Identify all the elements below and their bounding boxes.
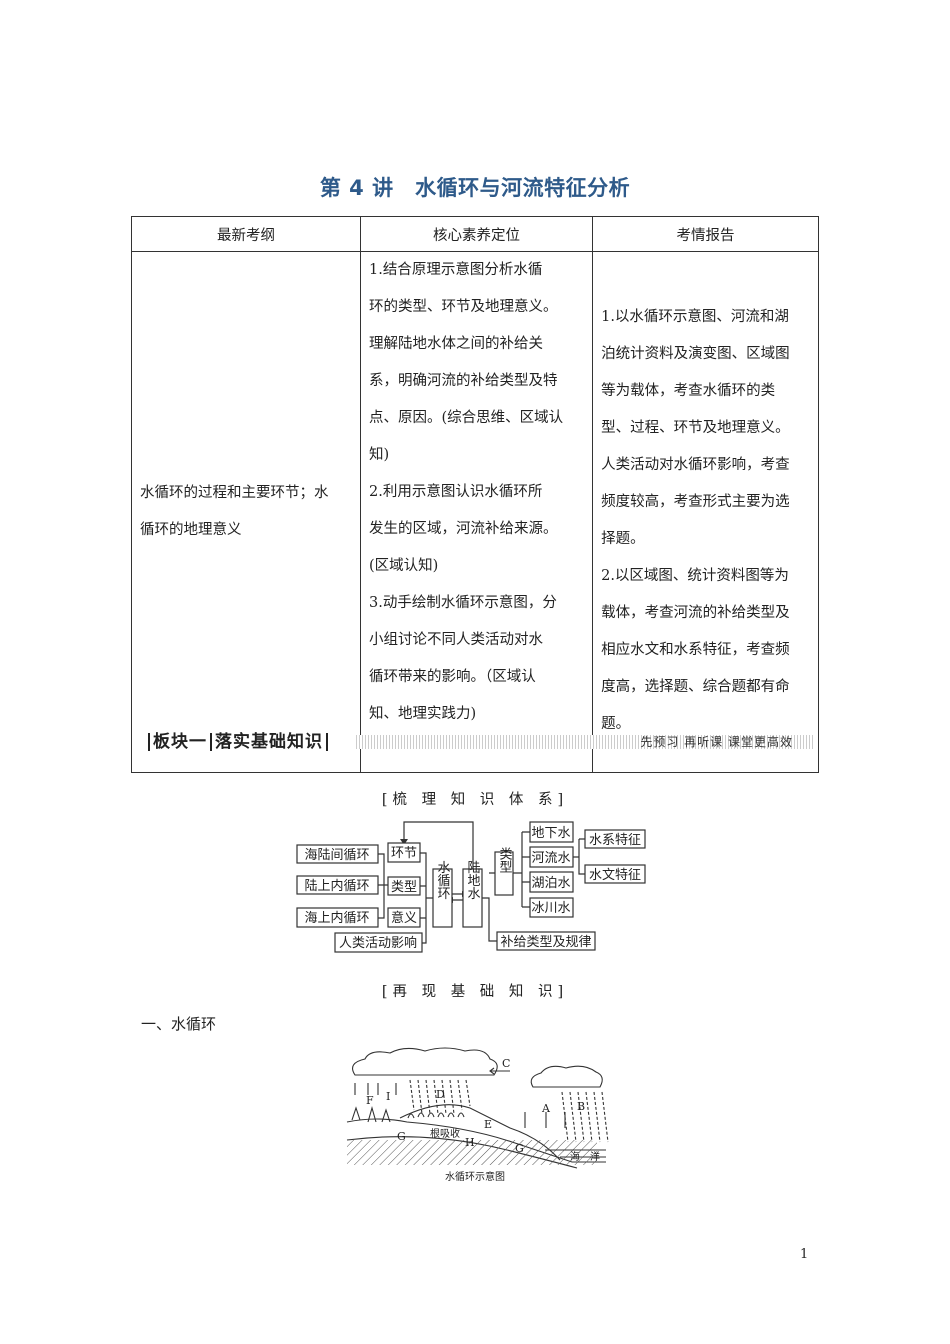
cell-report: 1.以水循环示意图、河流和湖泊统计资料及演变图、区域图等为载体，考查水循环的类型… [592,251,819,773]
table-row: 水循环的过程和主要环节；水循环的地理意义 1.结合原理示意图分析水循环的类型、环… [131,251,819,773]
cell-line: 理解陆地水体之间的补给关 [369,336,543,352]
header-syllabus: 最新考纲 [131,216,361,252]
cell-line: 度高，选择题、综合题都有命 [601,679,790,695]
cell-line: 相应水文和水系特征，考查频 [601,642,790,658]
label-a: A [541,1102,551,1115]
label-ocean: 海 洋 [570,1150,600,1163]
cell-line: 知) [369,447,390,463]
cell-line: 等为载体，考查水循环的类 [601,383,776,399]
aspect-types: 类型 [391,880,417,895]
arrow-c [489,1067,510,1075]
label-i: I [386,1090,390,1103]
banner-part: 板块一 [153,732,207,752]
cell-line: 环的类型、环节及地理意义。 [369,299,558,315]
cell-line: 题。 [601,716,631,732]
trees [351,1105,465,1123]
section-banner: 板块一落实基础知识 先预习 再听课 课堂更高效 [131,731,819,753]
cell-line: 1.结合原理示意图分析水循 [369,262,543,278]
page-number: 1 [800,1247,809,1262]
cell-line: 发生的区域，河流补给来源。 [369,521,558,537]
cloud-left [352,1047,498,1076]
types-label: 类型 [497,847,513,873]
heading-water-cycle: 一、水循环 [141,1015,217,1033]
cycle-sea: 海上内循环 [304,910,369,926]
banner-slogan: 先预习 再听课 课堂更高效 [640,735,793,749]
cell-line: 知、地理实践力) [369,706,477,722]
label-root-absorb: 根吸收 [430,1127,460,1140]
sea-surface [545,1149,606,1158]
cell-line: 载体，考查河流的补给类型及 [601,605,790,621]
cell-line: 点、原因。(综合思维、区域认 [369,410,564,426]
label-g-right: G [515,1142,524,1155]
cell-line: 1.以水循环示意图、河流和湖 [601,309,789,325]
water-lake: 湖泊水 [531,876,570,891]
cloud-right [530,1065,603,1088]
water-groundwater: 地下水 [531,826,570,841]
cell-line: 小组讨论不同人类活动对水 [369,632,543,648]
cell-line: 循环的地理意义 [140,522,242,538]
header-literacy: 核心素养定位 [359,216,594,252]
banner-title: 板块一落实基础知识 [145,731,331,753]
table-header-row: 最新考纲 核心素养定位 考情报告 [131,216,819,252]
cell-line: 泊统计资料及演变图、区域图 [601,346,790,362]
banner-hatch [356,735,815,749]
aspect-links: 环节 [391,846,417,861]
aspect-meaning: 意义 [391,910,417,926]
cell-literacy: 1.结合原理示意图分析水循环的类型、环节及地理意义。理解陆地水体之间的补给关系，… [359,251,594,773]
label-g-left: G [397,1130,406,1143]
section-knowledge-system: [梳 理 知 识 体 系] [381,792,569,808]
cell-line: 水循环的过程和主要环节；水 [140,485,329,501]
header-report: 考情报告 [592,216,819,252]
syllabus-table: 最新考纲 核心素养定位 考情报告 水循环的过程和主要环节；水循环的地理意义 1.… [131,216,819,773]
aspect-human-impact: 人类活动影响 [339,935,417,951]
rain-lines [409,1079,609,1143]
figure-caption: 水循环示意图 [445,1170,505,1183]
cell-line: 2.以区域图、统计资料图等为 [601,568,789,584]
section-basic-knowledge: [再 现 基 础 知 识] [381,984,569,1000]
label-h: H [465,1136,475,1149]
cell-line: 人类活动对水循环影响，考查 [601,457,790,473]
cell-line: 循环带来的影响。（区域认 [369,669,536,685]
feature-system: 水系特征 [589,833,641,848]
feature-hydrology: 水文特征 [589,868,641,883]
label-d: D [436,1088,445,1101]
cell-line: 2.利用示意图认识水循环所 [369,484,543,500]
water-glacier: 冰川水 [531,901,570,916]
label-b: B [577,1100,585,1113]
water-cycle-figure [346,1047,609,1169]
banner-name: 落实基础知识 [215,732,323,752]
page-title: 第 4 讲 水循环与河流特征分析 [319,176,631,200]
cell-line: (区域认知) [369,558,439,574]
label-e: E [484,1118,492,1131]
cell-line: 3.动手绘制水循环示意图，分 [369,595,557,611]
center-water-cycle: 水循环 [435,861,451,900]
water-river: 河流水 [531,851,570,866]
land-water: 陆地水 [465,860,481,900]
cycle-land: 陆上内循环 [304,878,369,894]
cell-syllabus: 水循环的过程和主要环节；水循环的地理意义 [131,251,361,773]
label-c: C [502,1057,510,1070]
cycle-sea-land: 海陆间循环 [304,847,369,863]
cell-line: 频度较高，考查形式主要为选 [601,494,790,510]
cell-line: 系，明确河流的补给类型及特 [369,373,558,389]
cell-line: 择题。 [601,531,645,547]
evaporation-arrows [354,1083,566,1128]
label-f: F [366,1094,374,1107]
supply-rules: 补给类型及规律 [500,935,591,950]
cell-line: 型、过程、环节及地理意义。 [601,420,790,436]
